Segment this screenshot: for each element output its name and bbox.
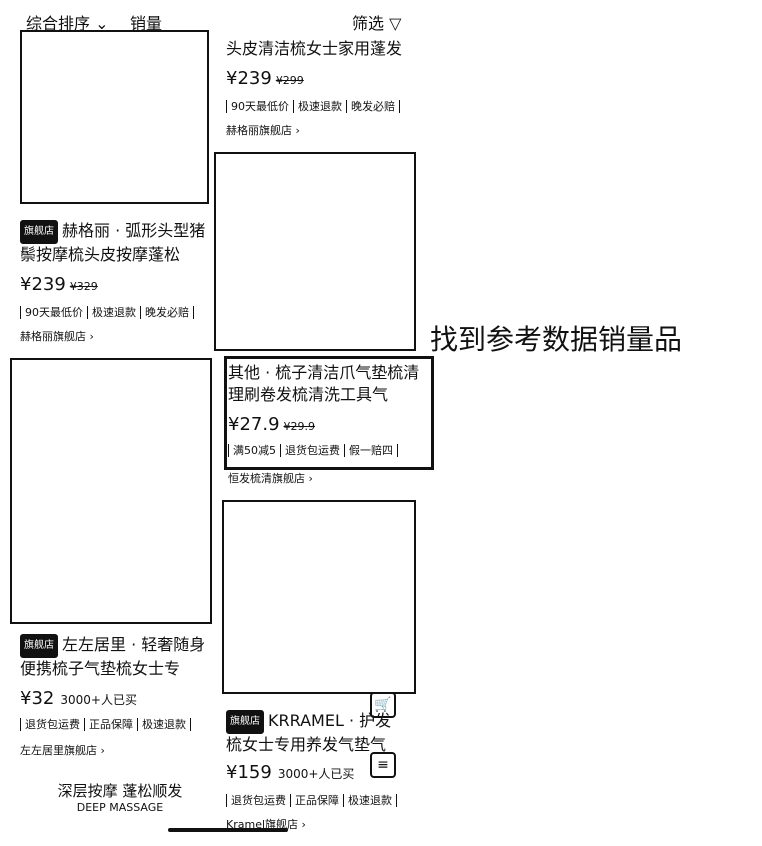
product-image-4[interactable] <box>222 500 416 694</box>
shop-4[interactable]: Kramel旗舰店 › <box>226 818 306 831</box>
sort-dropdown[interactable]: 综合排序 ⌄ <box>26 14 109 33</box>
filter-button[interactable]: 筛选 ▽ <box>352 14 402 33</box>
sales-sort-tab[interactable]: 销量 <box>130 14 163 33</box>
shop-3[interactable]: 左左居里旗舰店 › <box>20 744 105 757</box>
home-indicator <box>168 828 288 832</box>
tags-4: 退货包运费正品保障极速退款 <box>226 792 397 808</box>
product-title-1[interactable]: 旗舰店赫格丽 · 弧形头型猪鬃按摩梳头皮按摩蓬松 <box>20 220 206 264</box>
tags-1: 90天最低价极速退款晚发必赔 <box>20 304 194 320</box>
top-sort-bar: 综合排序 ⌄ 销量 筛选 ▽ <box>0 0 420 40</box>
tags-top-right: 90天最低价极速退款晚发必赔 <box>226 98 400 114</box>
price-1: ¥239¥329 <box>20 274 98 295</box>
product-title-3[interactable]: 旗舰店左左居里 · 轻奢随身便携梳子气垫梳女士专 <box>20 634 206 678</box>
shop-1[interactable]: 赫格丽旗舰店 › <box>20 330 94 343</box>
price-top-right: ¥239¥299 <box>226 68 304 89</box>
highlight-box <box>224 356 434 470</box>
product-title-2[interactable]: 其他 · 梳子清洁爪气垫梳清理刷卷发梳清洗工具气 <box>228 363 420 404</box>
annotation-text: 找到参考数据销量品 <box>430 323 683 356</box>
cart-icon[interactable]: 🛒 <box>370 692 396 718</box>
product-image-2[interactable] <box>214 152 416 351</box>
product-title-top-right[interactable]: 头皮清洁梳女士家用蓬发 <box>226 39 403 58</box>
shop-top-right[interactable]: 赫格丽旗舰店 › <box>226 124 300 137</box>
shop-2[interactable]: 恒发梳清旗舰店 › <box>228 472 313 485</box>
product-image-3[interactable] <box>10 358 212 624</box>
product-image-1[interactable] <box>20 30 209 204</box>
bottom-card[interactable]: 深层按摩 蓬松顺发 DEEP MASSAGE <box>57 782 183 814</box>
chat-icon[interactable]: ≡ <box>370 752 396 778</box>
price-2: ¥27.9¥29.9 <box>228 414 316 435</box>
tags-3: 退货包运费正品保障极速退款 <box>20 716 191 732</box>
